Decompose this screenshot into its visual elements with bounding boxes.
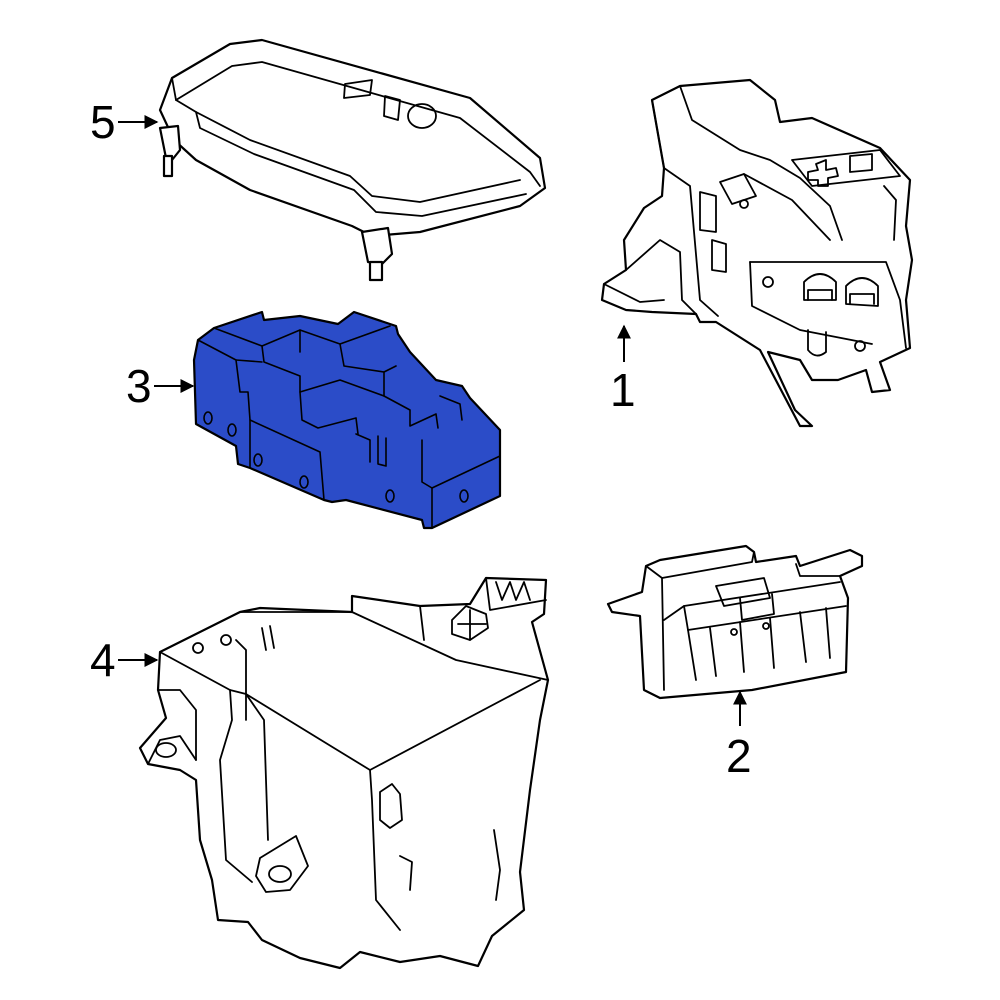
part-4-lower-housing[interactable] [138, 576, 550, 970]
callout-number-2: 2 [726, 730, 752, 782]
callout-3: 3 [126, 360, 195, 412]
callout-number-1: 1 [610, 364, 636, 416]
callout-4: 4 [90, 634, 159, 686]
callout-number-3: 3 [126, 360, 152, 412]
part-2-relay-bracket[interactable] [606, 544, 864, 700]
part-1-fuse-block[interactable] [600, 78, 914, 428]
part-5-cover[interactable] [158, 38, 547, 282]
callout-number-4: 4 [90, 634, 116, 686]
callout-5: 5 [90, 96, 159, 148]
callout-1: 1 [610, 324, 636, 416]
callout-2: 2 [726, 690, 752, 782]
callout-number-5: 5 [90, 96, 116, 148]
part-3-relay-carrier[interactable] [192, 310, 502, 530]
